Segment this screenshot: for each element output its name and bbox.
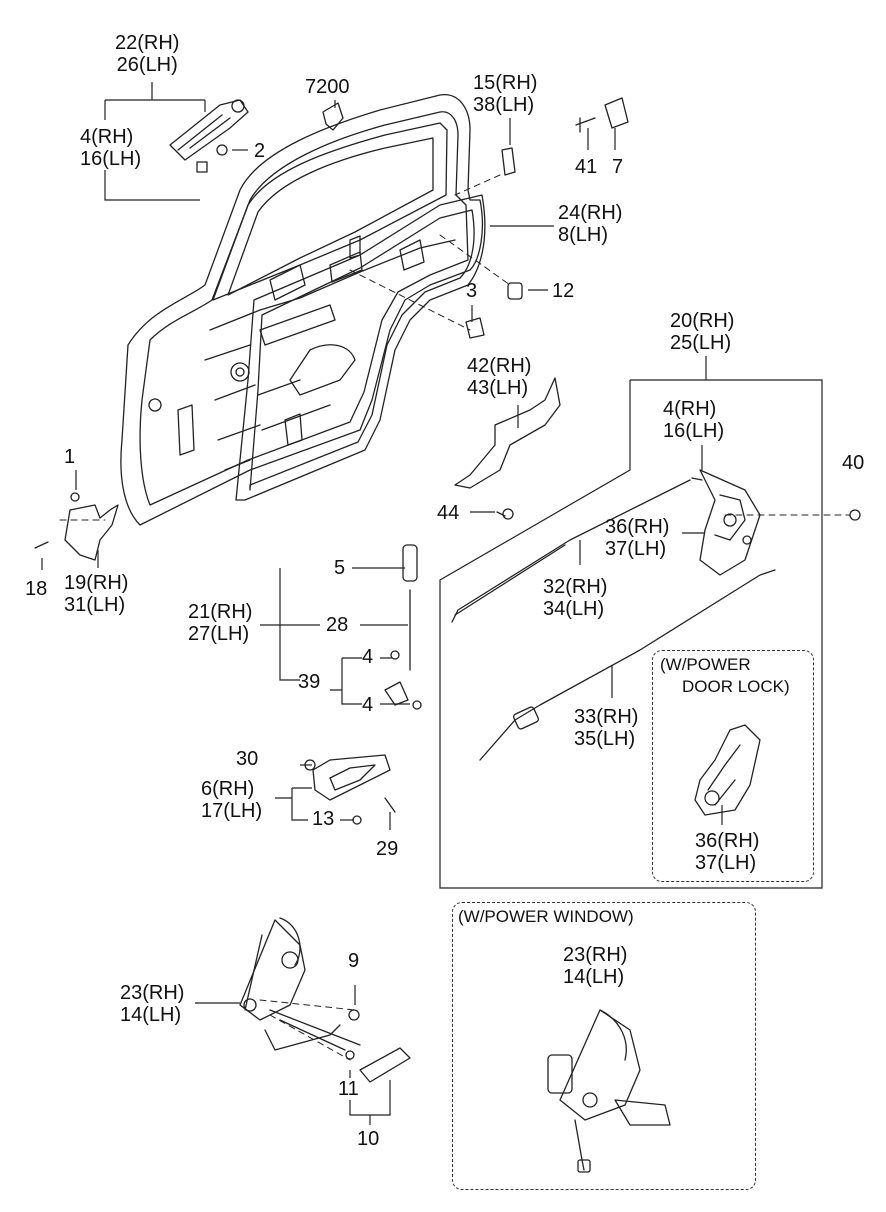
callout-5: 5: [334, 557, 346, 579]
callout-24-8: 24(RH)8(LH): [558, 202, 623, 246]
callout-39: 39: [298, 671, 321, 693]
callout-36-37-b: 36(RH)37(LH): [695, 830, 760, 874]
callout-41: 41: [575, 156, 598, 178]
callout-9: 9: [348, 950, 360, 972]
power-window-box: [452, 902, 756, 1190]
callout-29: 29: [376, 838, 399, 860]
callout-18: 18: [25, 578, 48, 600]
power-window-caption: (W/POWER WINDOW): [458, 907, 634, 926]
callout-7200: 7200: [305, 76, 350, 98]
door-panel: [120, 94, 483, 526]
callout-19-31: 19(RH)31(LH): [64, 572, 129, 616]
callout-23-14-b: 23(RH)14(LH): [563, 944, 628, 988]
callout-20-25: 20(RH)25(LH): [670, 310, 735, 354]
callout-3: 3: [466, 280, 478, 302]
callout-44: 44: [437, 502, 460, 524]
callout-2: 2: [254, 140, 266, 162]
callout-7: 7: [612, 156, 624, 178]
callout-33-35: 33(RH)35(LH): [574, 706, 639, 750]
callout-23-14-a: 23(RH)14(LH): [120, 982, 185, 1026]
callout-1: 1: [64, 446, 76, 468]
power-door-lock-caption: (W/POWER DOOR LOCK): [660, 655, 790, 696]
power-door-lock-box: [652, 650, 814, 882]
callout-15-38: 15(RH)38(LH): [473, 72, 538, 116]
callout-40: 40: [842, 452, 865, 474]
callout-30: 30: [236, 748, 259, 770]
callout-42-43: 42(RH)43(LH): [467, 355, 532, 399]
callout-28: 28: [326, 614, 349, 636]
callout-4-mid: 4: [362, 646, 374, 668]
callout-10: 10: [357, 1128, 380, 1150]
callout-32-34: 32(RH)34(LH): [543, 576, 608, 620]
callout-12: 12: [552, 280, 575, 302]
callout-13: 13: [312, 808, 335, 830]
callout-4-16-lock: 4(RH)16(LH): [663, 398, 725, 442]
callout-36-37-a: 36(RH)37(LH): [605, 516, 670, 560]
callout-21-27: 21(RH)27(LH): [188, 601, 253, 645]
callout-11: 11: [338, 1078, 359, 1100]
callout-22-26: 22(RH)26(LH): [115, 32, 180, 76]
callout-6-17: 6(RH)17(LH): [201, 778, 263, 822]
callout-4-16-top: 4(RH)16(LH): [80, 126, 142, 170]
callout-4-low: 4: [362, 694, 374, 716]
